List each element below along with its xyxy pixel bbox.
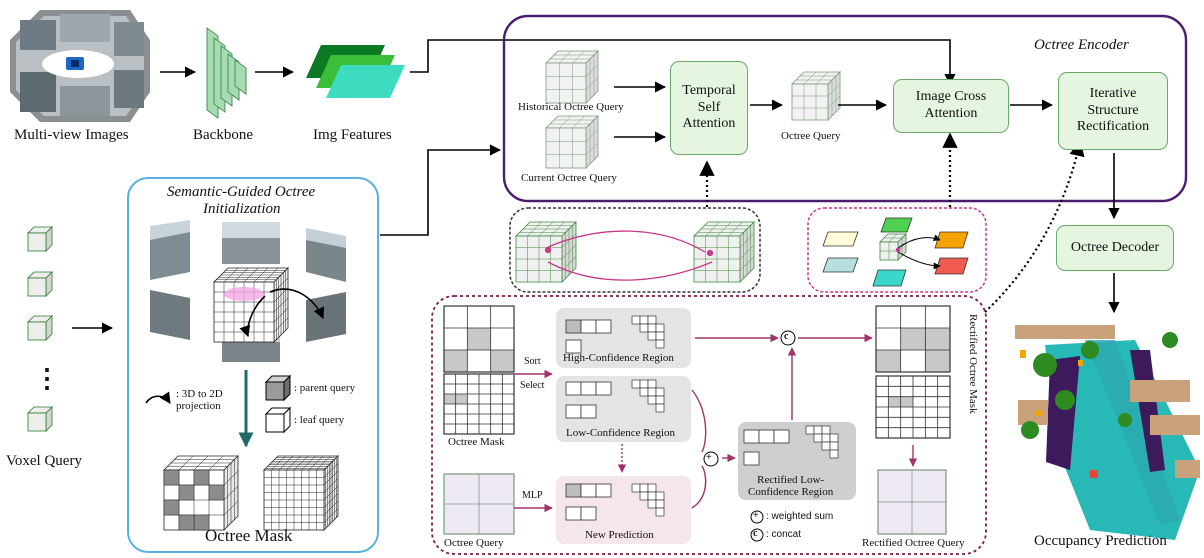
sort-label: Sort: [524, 356, 541, 367]
historical-octree-cube: [545, 50, 599, 104]
legend-plus-symbol: +: [753, 510, 759, 521]
multiview-images: [10, 10, 150, 122]
rectification-frame: [431, 295, 987, 555]
projection-legend-label: : 3D to 2D projection: [176, 388, 223, 412]
cross-attention-detail-frame: [807, 207, 987, 293]
octree-mask-grid-coarse: [443, 305, 515, 373]
parent-query-icon: [264, 374, 292, 402]
occupancy-label: Occupancy Prediction: [1034, 533, 1167, 549]
historical-label: Historical Octree Query: [518, 101, 624, 113]
occupancy-prediction-image: [1008, 325, 1200, 540]
rectified-query-label: Rectified Octree Query: [862, 537, 965, 549]
voxel-query-cubes: [27, 226, 53, 432]
rectified-mask-grid-coarse: [875, 305, 951, 373]
temporal-links: [544, 230, 714, 281]
img-features-label: Img Features: [313, 127, 392, 143]
init-mask-label: Octree Mask: [205, 526, 293, 545]
cross-attention-cube: [879, 233, 907, 261]
rectified-mask-grid-fine: [875, 375, 951, 439]
rect-octree-query-label: Octree Query: [444, 537, 504, 549]
low-confidence-label: Low-Confidence Region: [566, 427, 676, 439]
rectified-mask-vertical-label: Rectified Octree Mask: [967, 314, 979, 414]
voxel-query-label: Voxel Query: [6, 453, 82, 469]
current-label: Current Octree Query: [521, 172, 617, 184]
rectified-low-label: Rectified Low- Confidence Region: [748, 474, 834, 499]
backbone-icon: [206, 27, 247, 119]
octree-query-label: Octree Query: [781, 130, 841, 142]
temporal-self-attention-box: Temporal Self Attention: [670, 61, 748, 155]
projection-arrows: [239, 288, 325, 338]
current-octree-cube: [545, 115, 599, 169]
octree-mask-grid-fine: [443, 373, 515, 435]
octree-encoder-frame: [502, 14, 1188, 203]
backbone-label: Backbone: [193, 127, 253, 143]
octree-mask-cube-fine: [263, 455, 339, 531]
concat-symbol: c: [784, 331, 789, 342]
rect-octree-mask-label: Octree Mask: [448, 436, 505, 448]
weighted-sum-label: : weighted sum: [766, 511, 834, 522]
dotted-arrows: [699, 132, 1085, 313]
img-features-icon: [306, 45, 405, 98]
octree-query-cube: [791, 71, 841, 121]
temporal-detail-frame: [509, 207, 761, 293]
leaf-query-label: : leaf query: [294, 414, 345, 426]
high-confidence-label: High-Confidence Region: [563, 352, 674, 364]
temporal-cube-right: [693, 221, 755, 283]
voxel-ellipsis: ⋮: [34, 364, 60, 393]
new-prediction-label: New Prediction: [585, 529, 654, 541]
temporal-cube-left: [515, 221, 577, 283]
projection-legend-icon: [145, 391, 171, 404]
octree-decoder-box: Octree Decoder: [1056, 225, 1174, 271]
init-title-line1: Semantic-Guided Octree: [167, 184, 316, 200]
init-title-line2: Initialization: [203, 201, 281, 217]
rectified-query-grid: [877, 469, 947, 535]
top-arrows: [160, 39, 956, 86]
leaf-query-icon: [264, 406, 292, 434]
cross-attention-features: [822, 217, 969, 287]
octree-mask-cube-coarse: [163, 455, 239, 531]
init-frame: [127, 177, 379, 553]
region-blocks: [565, 315, 839, 521]
concat-label: : concat: [766, 529, 802, 540]
encoder-arrows: [380, 81, 1120, 314]
iterative-rectification-box: Iterative Structure Rectification: [1058, 72, 1168, 150]
plus-symbol: +: [706, 452, 712, 463]
parent-query-label: : parent query: [294, 382, 356, 394]
rectification-arrows: [514, 333, 918, 513]
encoder-title: Octree Encoder: [1034, 37, 1129, 53]
cross-attention-links: [895, 234, 941, 270]
init-center-grid: [213, 267, 289, 343]
multiview-label: Multi-view Images: [14, 127, 129, 143]
legend-concat-symbol: c: [753, 528, 758, 539]
image-cross-attention-box: Image Cross Attention: [893, 79, 1009, 133]
octree-query-grid: [443, 473, 515, 535]
operator-symbols: [703, 330, 796, 542]
select-label: Select: [520, 380, 545, 391]
mlp-label: MLP: [522, 490, 543, 501]
